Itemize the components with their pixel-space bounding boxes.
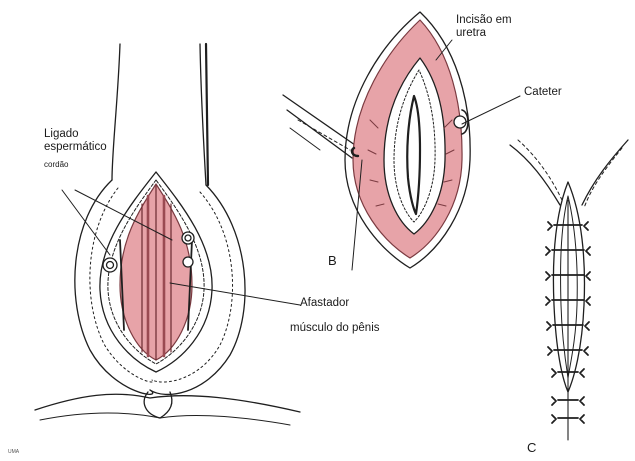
panel-b-letter: B	[328, 254, 337, 269]
panel-b-figure	[283, 12, 520, 270]
label-cateter: Cateter	[524, 86, 562, 99]
label-incisao: Incisão em uretra	[456, 14, 512, 40]
panel-a-figure	[35, 44, 300, 425]
label-ligado: Ligado espermático	[44, 128, 107, 154]
label-afastador: Afastador	[300, 297, 349, 310]
panel-c-figure	[510, 140, 628, 440]
label-musculo: músculo do pênis	[290, 322, 380, 335]
label-cordao: cordão	[44, 160, 68, 169]
label-incisao-line1: Incisão em	[456, 14, 512, 27]
label-ligado-line1: Ligado	[44, 128, 107, 141]
panel-c-letter: C	[527, 441, 536, 456]
label-ligado-line2: espermático	[44, 141, 107, 154]
label-incisao-line2: uretra	[456, 27, 512, 40]
credit-mark: UMA	[8, 450, 19, 456]
